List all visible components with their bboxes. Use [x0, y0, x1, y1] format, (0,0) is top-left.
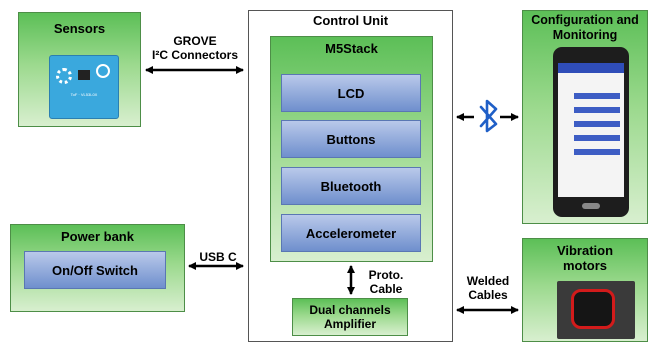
sensors-title: Sensors [53, 21, 106, 36]
vibration-title: Vibration motors [523, 243, 647, 273]
amplifier-block: Dual channels Amplifier [292, 298, 408, 336]
proto-cable-line2: Cable [369, 282, 403, 296]
welded-line2: Cables [468, 288, 508, 302]
module-buttons: Buttons [281, 120, 421, 158]
vibration-line1: Vibration [556, 243, 614, 258]
app-row [574, 107, 620, 113]
app-header [558, 63, 624, 73]
app-row [574, 121, 620, 127]
grove-label: GROVE I²C Connectors [143, 34, 247, 62]
vibration-line2: motors [562, 258, 608, 273]
phone-home-button [582, 203, 600, 209]
usb-label: USB C [199, 250, 237, 264]
welded-line1: Welded [466, 274, 510, 288]
config-line2: Monitoring [552, 28, 618, 42]
sensor-board-label: ToF · VL53L0X [70, 92, 98, 97]
config-title: Configuration and Monitoring [523, 13, 647, 43]
proto-cable-line1: Proto. [368, 268, 404, 282]
app-row [574, 135, 620, 141]
amplifier-line2: Amplifier [323, 317, 376, 331]
proto-cable-label: Proto. Cable [360, 268, 412, 296]
sensor-chip [78, 70, 90, 80]
m5stack-title: M5Stack [325, 41, 378, 56]
vibration-motor-photo [557, 281, 635, 339]
grove-line2: I²C Connectors [151, 48, 238, 62]
config-block: Configuration and Monitoring [522, 10, 648, 224]
phone-screen [558, 63, 624, 197]
sensor-board-photo: ToF · VL53L0X [49, 55, 119, 119]
motor-band [571, 289, 615, 329]
sensors-block: Sensors ToF · VL53L0X [18, 12, 141, 127]
app-row [574, 149, 620, 155]
amplifier-line1: Dual channels [309, 303, 391, 317]
config-line1: Configuration and [531, 13, 639, 27]
phone-app-screenshot [553, 47, 629, 217]
module-bluetooth: Bluetooth [281, 167, 421, 205]
vibration-block: Vibration motors [522, 238, 648, 342]
bluetooth-icon [479, 99, 498, 133]
app-row [574, 93, 620, 99]
gear-icon [56, 68, 72, 84]
module-lcd: LCD [281, 74, 421, 112]
grove-line1: GROVE [173, 34, 217, 48]
module-accelerometer: Accelerometer [281, 214, 421, 252]
molecule-icon [96, 64, 110, 78]
on-off-switch: On/Off Switch [24, 251, 166, 289]
welded-cables-label: Welded Cables [458, 274, 518, 302]
control-unit-title: Control Unit [312, 13, 389, 28]
power-bank-title: Power bank [61, 229, 134, 244]
